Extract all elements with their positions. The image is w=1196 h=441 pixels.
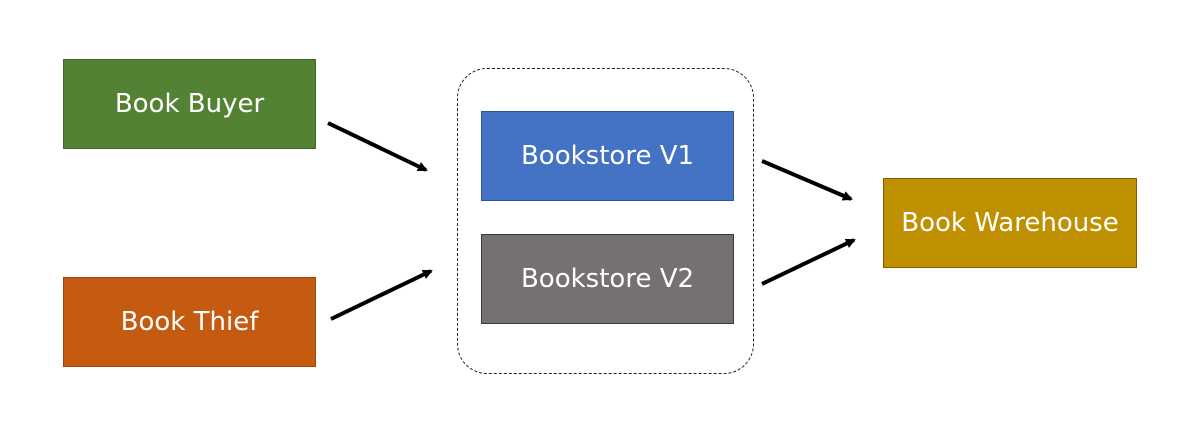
- bookstore-group-boundary: [457, 68, 754, 374]
- bookstore-v1-node: Bookstore V1: [481, 111, 734, 201]
- arrow-buyer-to-bookstores: [327, 121, 428, 172]
- arrow-v2-to-warehouse: [761, 238, 856, 286]
- book-thief-node: Book Thief: [63, 277, 316, 367]
- arrow-v1-to-warehouse: [761, 159, 853, 201]
- arrow-thief-to-bookstores: [330, 269, 433, 321]
- book-warehouse-node: Book Warehouse: [883, 178, 1137, 268]
- bookstore-v2-node: Bookstore V2: [481, 234, 734, 324]
- book-buyer-node: Book Buyer: [63, 59, 316, 149]
